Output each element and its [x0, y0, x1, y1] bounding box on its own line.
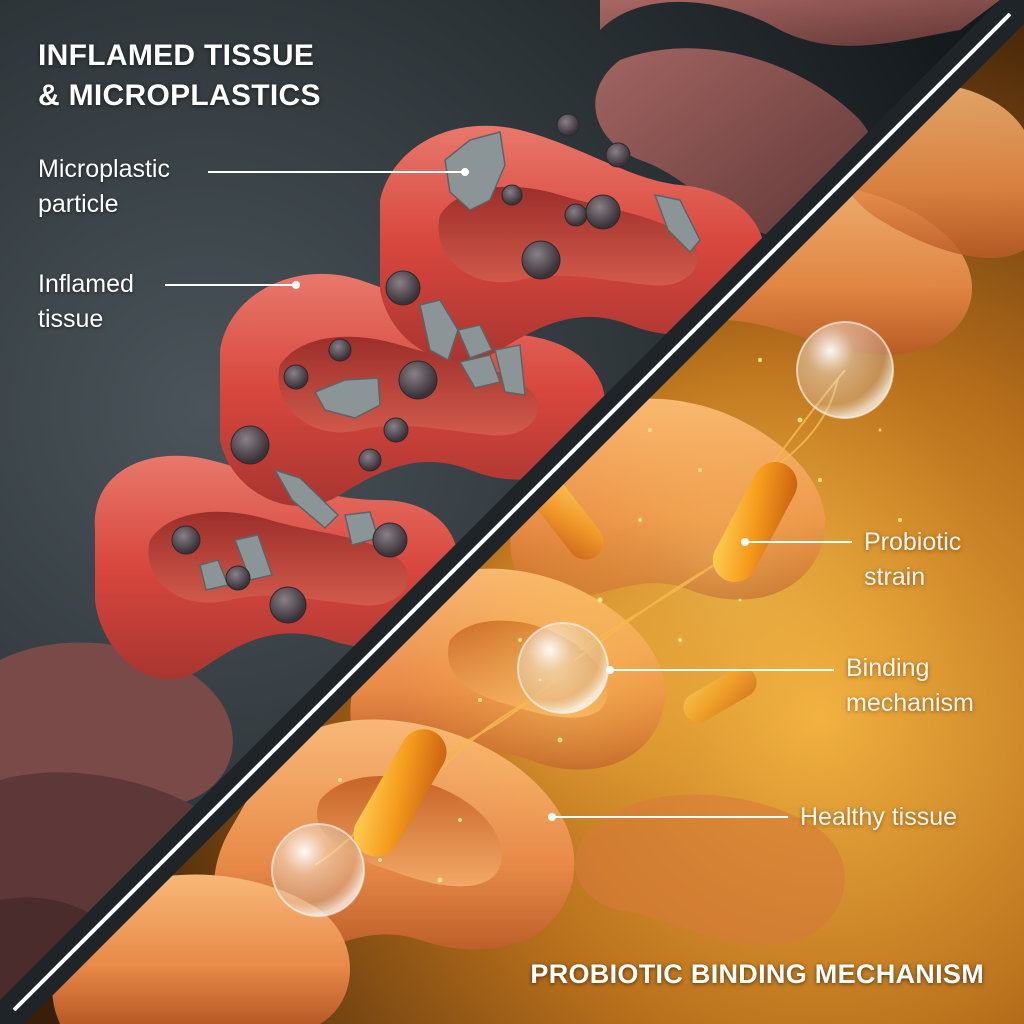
label-microplastic-particle-line2: particle: [38, 190, 119, 218]
heading-probiotic-binding-mechanism: PROBIOTIC BINDING MECHANISM: [530, 959, 984, 989]
label-binding-mechanism: Binding mechanism: [846, 651, 974, 721]
label-healthy-tissue: Healthy tissue: [800, 800, 957, 835]
heading-top-line2: & MICROPLASTICS: [38, 79, 321, 112]
heading-inflamed-tissue-microplastics: INFLAMED TISSUE & MICROPLASTICS: [38, 36, 321, 116]
label-binding-mechanism-line2: mechanism: [846, 689, 974, 717]
divider-line: [12, 12, 1012, 1012]
label-inflamed-tissue: Inflamed tissue: [38, 267, 134, 337]
label-probiotic-strain: Probiotic strain: [864, 525, 961, 595]
label-healthy-tissue-line1: Healthy tissue: [800, 803, 958, 831]
label-microplastic-particle-line1: Microplastic: [38, 155, 170, 183]
label-probiotic-strain-line2: strain: [864, 563, 926, 591]
label-microplastic-particle: Microplastic particle: [38, 152, 170, 222]
heading-top-line1: INFLAMED TISSUE: [38, 39, 315, 72]
label-inflamed-tissue-line1: Inflamed: [38, 270, 134, 298]
label-inflamed-tissue-line2: tissue: [38, 305, 104, 333]
label-probiotic-strain-line1: Probiotic: [864, 528, 962, 556]
label-binding-mechanism-line1: Binding: [846, 654, 930, 682]
